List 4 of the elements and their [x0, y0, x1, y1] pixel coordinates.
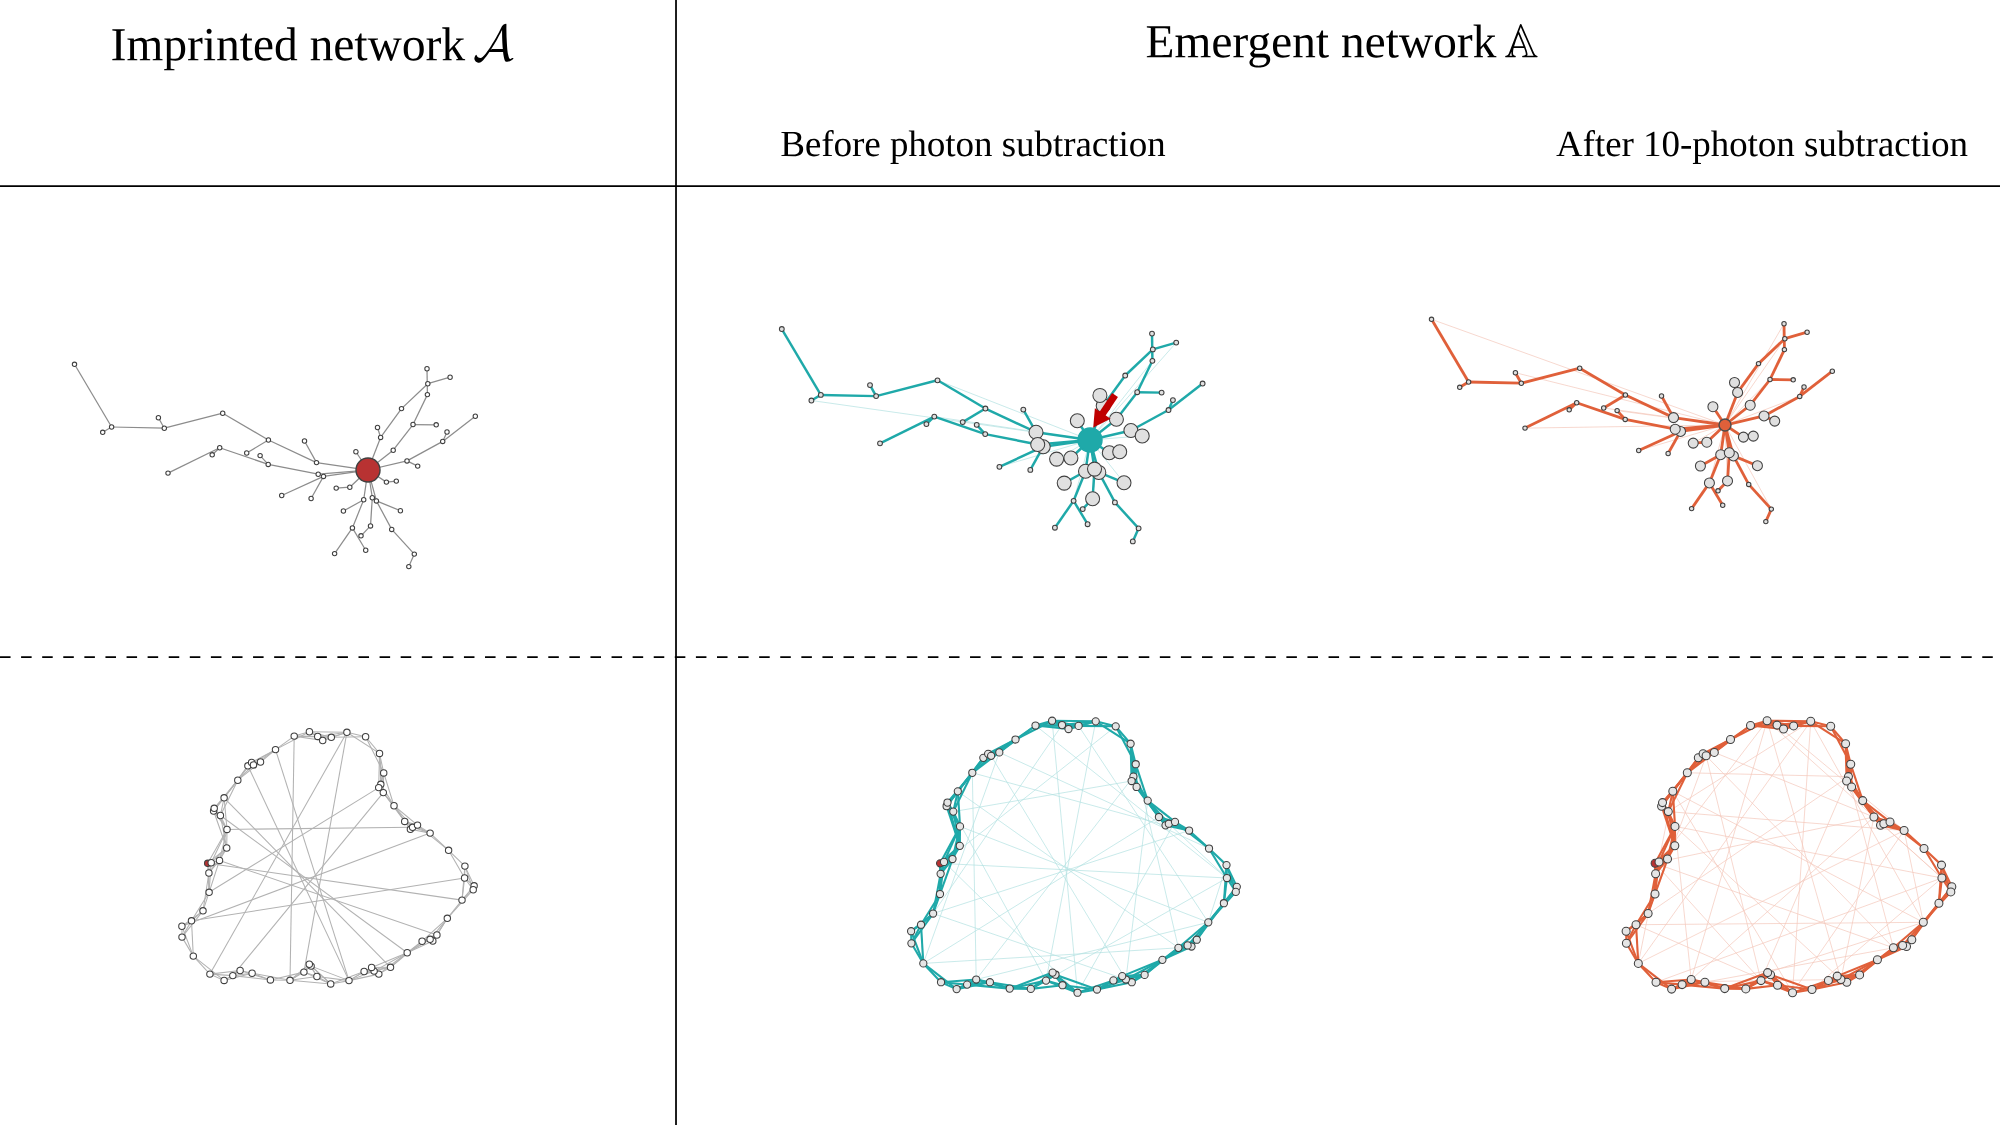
heading: Before photon subtraction [781, 130, 1166, 164]
heading: Emergent network $\mathbb{A}$ [1146, 23, 1538, 68]
heading: Imprinted network $\mathcal{A}$ [112, 23, 514, 71]
heading: After 10-photon subtraction [1556, 130, 1968, 164]
